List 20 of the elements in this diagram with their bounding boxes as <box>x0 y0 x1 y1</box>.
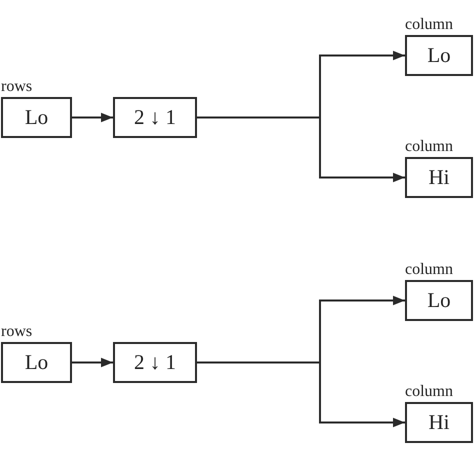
box-heading: column <box>405 138 453 156</box>
process-box <box>113 342 197 383</box>
box-label: Hi <box>428 165 450 190</box>
arrow <box>197 362 405 428</box>
box-label: Lo <box>24 105 48 130</box>
arrow <box>72 358 113 368</box>
box-heading: column <box>405 383 453 401</box>
box-label: Lo <box>427 43 451 68</box>
arrow <box>72 112 113 122</box>
box-label: Lo <box>427 288 451 313</box>
box-heading: column <box>405 16 453 34</box>
box-label: 2 ↓ 1 <box>134 105 176 130</box>
box-label: Hi <box>428 410 450 435</box>
process-box <box>113 97 197 138</box>
box-label: Lo <box>24 350 48 375</box>
arrow <box>197 116 405 182</box>
box-label: 2 ↓ 1 <box>134 350 176 375</box>
box-heading: rows <box>1 78 32 96</box>
box-heading: column <box>405 261 453 279</box>
box-heading: rows <box>1 323 32 341</box>
